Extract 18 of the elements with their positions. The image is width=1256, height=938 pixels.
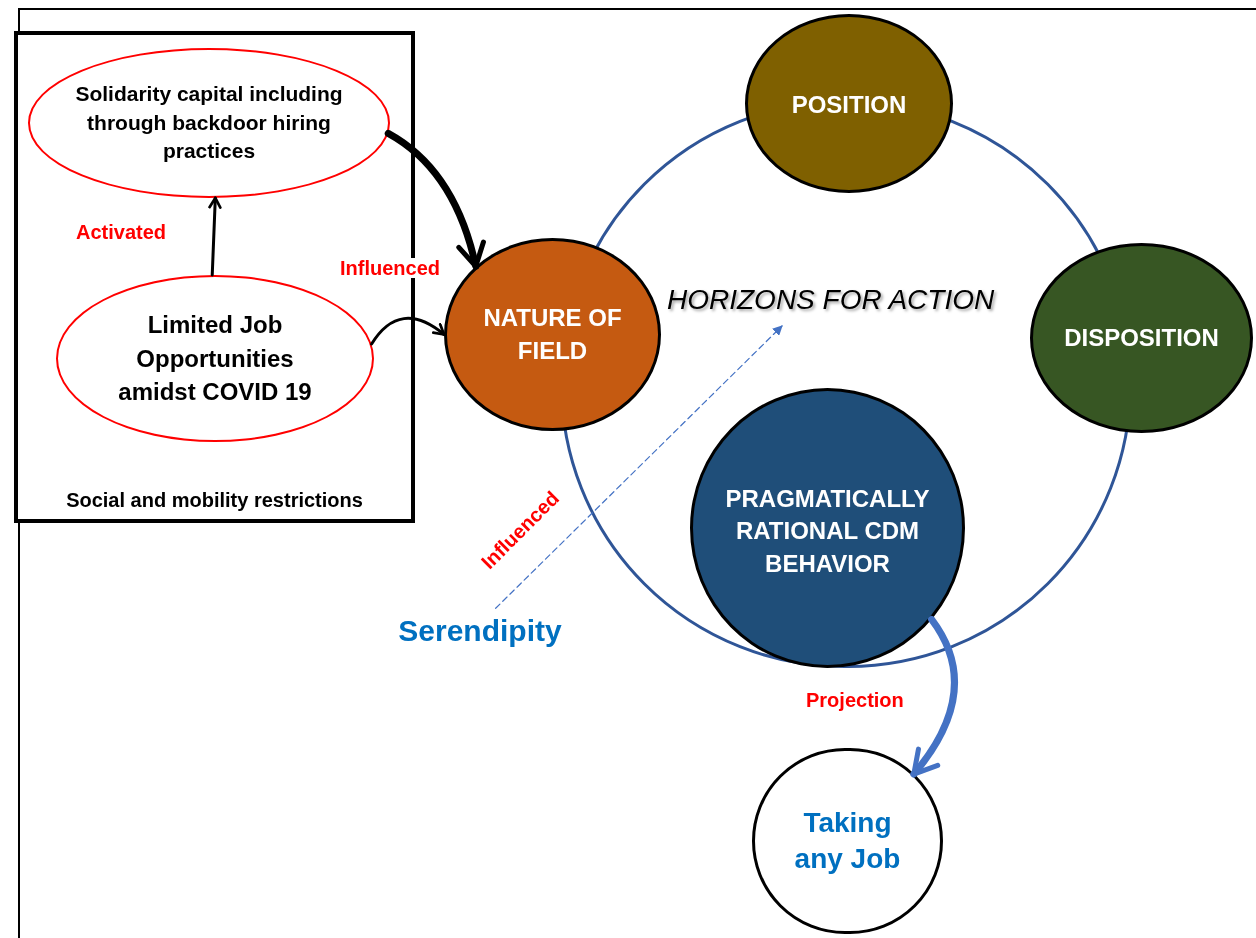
- edge-label: Activated: [76, 222, 167, 242]
- node-label: Limited Job Opportunities amidst COVID 19: [117, 310, 313, 408]
- serendipity-label: Serendipity: [398, 612, 562, 649]
- node-label: Social and mobility restrictions: [66, 488, 363, 513]
- node-label: POSITION: [791, 90, 907, 120]
- edge-label: Influenced: [340, 258, 440, 278]
- arrow: [208, 196, 222, 277]
- arrow: [495, 325, 783, 609]
- node-label: Solidarity capital including through backdoor hiring practices: [74, 81, 344, 165]
- node-label: Taking any Job: [793, 805, 902, 876]
- edge-label: Projection: [806, 690, 904, 710]
- arrow: [384, 129, 486, 270]
- node-label: NATURE OF FIELD: [482, 303, 623, 366]
- arrow: [910, 616, 958, 778]
- node-label: HORIZONS FOR ACTION: [667, 283, 995, 317]
- arrow: [370, 316, 446, 346]
- node-label: DISPOSITION: [1064, 323, 1219, 353]
- node-label: PRAGMATICALLY RATIONAL CDM BEHAVIOR: [724, 484, 931, 579]
